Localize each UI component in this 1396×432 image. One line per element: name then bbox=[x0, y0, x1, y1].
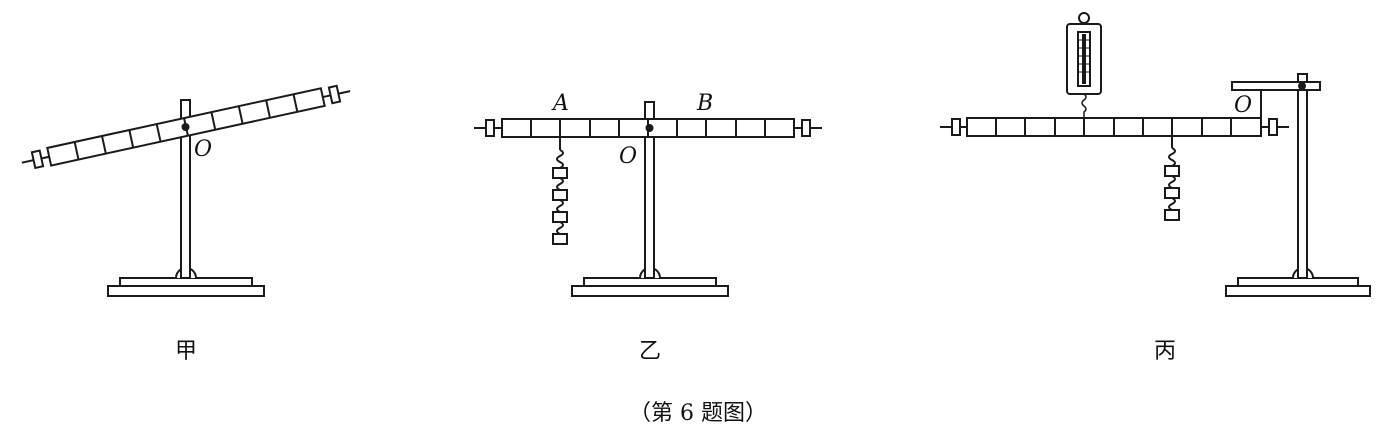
point-b-label: B bbox=[696, 91, 713, 116]
point-a-label: A bbox=[551, 91, 569, 116]
pivot-point bbox=[645, 124, 654, 132]
stand-pole bbox=[180, 99, 191, 279]
bracket-arm bbox=[1231, 81, 1321, 91]
stand-pole bbox=[1297, 73, 1308, 279]
figure-bing: O 丙 bbox=[940, 12, 1371, 364]
pivot-point bbox=[181, 123, 190, 131]
figure-yi: A B O 乙 bbox=[474, 91, 822, 364]
weight-stack bbox=[552, 137, 568, 245]
pivot-point bbox=[1298, 82, 1306, 90]
pivot-label: O bbox=[194, 137, 212, 162]
weight-stack bbox=[1164, 136, 1180, 221]
caption-bing: 丙 bbox=[1154, 339, 1176, 364]
figure-caption: （第 6 题图） bbox=[629, 401, 767, 426]
lever-bar bbox=[940, 117, 1289, 137]
caption-jia: 甲 bbox=[175, 339, 197, 364]
stand-pole bbox=[644, 101, 655, 279]
spring-scale bbox=[1066, 12, 1102, 118]
caption-yi: 乙 bbox=[639, 339, 661, 364]
figure-jia: O 甲 bbox=[21, 84, 351, 364]
pivot-label: O bbox=[1234, 93, 1252, 118]
pivot-label: O bbox=[619, 144, 637, 169]
